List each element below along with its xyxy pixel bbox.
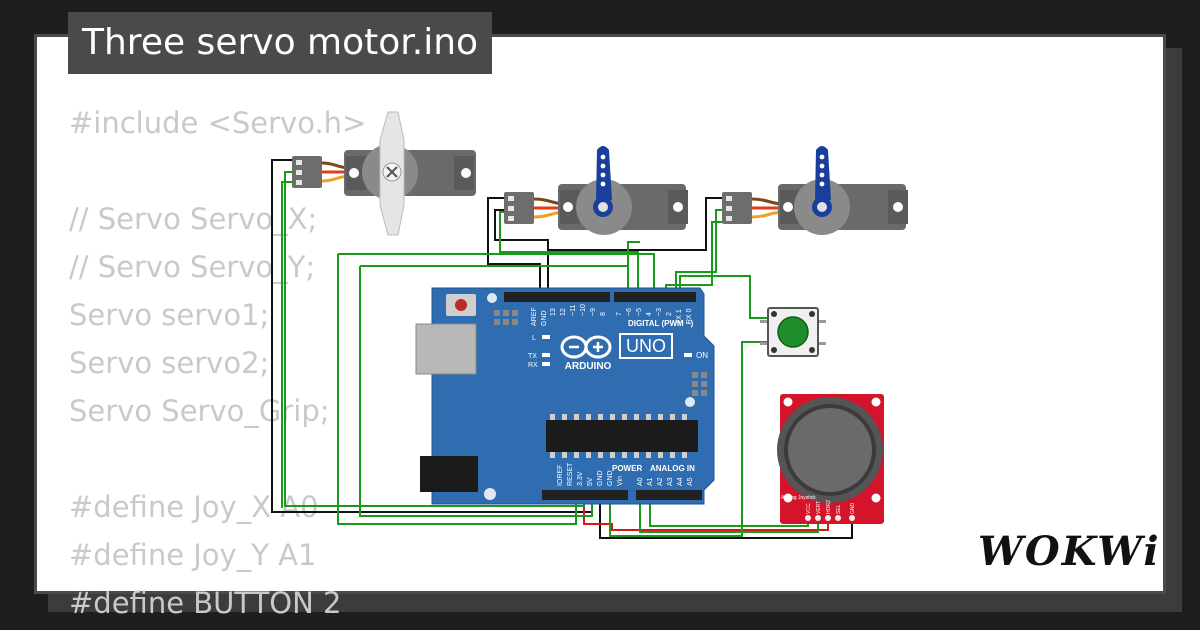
wire-green	[499, 211, 639, 298]
code-line: // Servo Servo_Y;	[69, 250, 316, 284]
servo-motor-icon[interactable]	[292, 111, 476, 236]
board-model-label: UNO	[626, 336, 666, 356]
pin-label: ~6	[626, 308, 633, 316]
pin-label: ~5	[636, 308, 643, 316]
code-line: #define BUTTON 2	[69, 586, 342, 620]
wire-green	[679, 275, 772, 319]
pin-label: 8	[600, 312, 607, 316]
wire-green	[338, 253, 655, 298]
wire-green	[281, 181, 292, 508]
pin-label: AREF	[531, 307, 538, 326]
pin-label: RESET	[567, 462, 574, 486]
tx-led-label: TX	[528, 353, 537, 360]
pin-label: 4	[646, 312, 653, 316]
wokwi-logo: WOKWi	[978, 528, 1161, 575]
on-led-label: ON	[696, 351, 708, 360]
pin-label: A2	[657, 477, 664, 486]
pin-label: ~9	[590, 308, 597, 316]
code-preview: #include <Servo.h> // Servo Servo_X; // …	[69, 99, 366, 627]
analog-header-label: ANALOG IN	[650, 464, 695, 473]
code-line: #define Joy_Y A1	[69, 538, 317, 572]
pin-label: Vin	[617, 476, 624, 486]
pin-label: GND	[850, 503, 856, 515]
code-line: #include <Servo.h>	[69, 106, 367, 140]
pin-label: A0	[637, 477, 644, 486]
wire-green	[359, 266, 593, 517]
pin-label: VCC	[806, 503, 812, 514]
pin-label: A3	[667, 477, 674, 486]
pin-label: A4	[677, 477, 684, 486]
code-line: // Servo Servo_X;	[69, 202, 318, 236]
pin-label: ~11	[570, 305, 577, 316]
power-header-label: POWER	[612, 464, 642, 473]
pin-label: RX 0	[686, 308, 693, 324]
pin-label: 2	[666, 312, 673, 316]
pin-label: ~3	[656, 308, 663, 316]
servo-motor-icon[interactable]	[504, 146, 688, 235]
wire-black	[487, 197, 541, 298]
joystick-label: Analog Joystick	[781, 495, 816, 501]
pin-label: A1	[647, 477, 654, 486]
code-line: Servo servo1;	[69, 298, 270, 332]
wire-black	[599, 498, 853, 539]
wire-red	[583, 498, 829, 531]
pin-label: 13	[550, 308, 557, 316]
digital-header-label: DIGITAL (PWM ~)	[628, 319, 694, 328]
board-brand-label: ARDUINO	[565, 361, 612, 372]
pin-label: VERT	[816, 501, 822, 514]
code-line: Servo Servo_Grip;	[69, 394, 330, 428]
pin-label: SEL	[836, 504, 842, 514]
pin-label: GND	[597, 470, 604, 486]
wire-green	[337, 254, 577, 525]
wire-green	[609, 341, 772, 537]
pin-label: GND	[607, 470, 614, 486]
pin-label: HORZ	[826, 500, 832, 514]
pin-label: 3.3V	[577, 471, 584, 486]
servo-motor-icon[interactable]	[722, 146, 908, 235]
pin-label: ~10	[580, 304, 587, 316]
pin-label: GND	[541, 310, 548, 326]
pin-label: A5	[687, 477, 694, 486]
code-line: #define Joy_X A0	[69, 490, 319, 524]
rx-led-label: RX	[528, 362, 538, 369]
wire-green	[675, 209, 726, 298]
pushbutton-icon[interactable]	[760, 307, 826, 357]
code-line: Servo servo2;	[69, 346, 270, 380]
arduino-uno-icon[interactable]: UNO ARDUINO DIGITAL (PWM ~) POWER ANALOG…	[415, 287, 715, 505]
l-led-label: L	[532, 335, 536, 342]
pin-label: 5V	[587, 477, 594, 486]
wire-green	[360, 265, 629, 298]
project-title: Three servo motor.ino	[68, 12, 493, 74]
pin-label: IOREF	[557, 465, 564, 486]
pin-label: TX 1	[676, 309, 683, 324]
pin-label: 7	[616, 312, 623, 316]
wire-green	[639, 498, 819, 533]
pin-label: 12	[560, 308, 567, 316]
joystick-icon[interactable]: Analog Joystick VCC VERT HORZ SEL GND	[777, 394, 884, 524]
